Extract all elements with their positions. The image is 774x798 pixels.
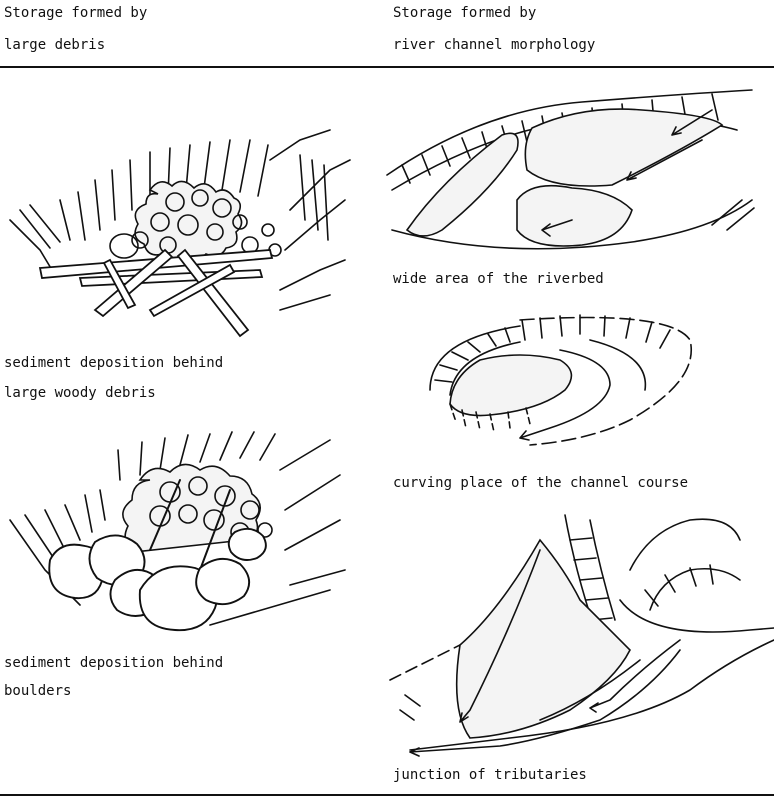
right-header-line2: river channel morphology: [393, 36, 595, 54]
wide-area-illustration: [382, 80, 764, 260]
wide-area-caption: wide area of the riverbed: [393, 270, 604, 288]
woody-caption-line1: sediment deposition behind: [4, 354, 223, 372]
junction-illustration: [390, 510, 774, 760]
woody-caption-line2: large woody debris: [4, 384, 156, 402]
curving-caption: curving place of the channel course: [393, 474, 688, 492]
bottom-divider: [0, 794, 774, 796]
sediment-clasts: [110, 181, 281, 259]
boulders-caption-line1: sediment deposition behind: [4, 654, 223, 672]
left-header-line1: Storage formed by: [4, 4, 147, 22]
point-bar-sediment: [450, 355, 571, 432]
boulders-caption-line2: boulders: [4, 682, 71, 700]
curving-channel-illustration: [390, 300, 750, 450]
header-divider: [0, 66, 774, 68]
right-header-line1: Storage formed by: [393, 4, 536, 22]
junction-caption: junction of tributaries: [393, 766, 587, 784]
woody-debris-illustration: [0, 100, 360, 340]
confluence-bar: [457, 540, 630, 738]
left-header-line2: large debris: [4, 36, 105, 54]
boulders-illustration: [0, 420, 360, 640]
logs: [40, 250, 272, 336]
